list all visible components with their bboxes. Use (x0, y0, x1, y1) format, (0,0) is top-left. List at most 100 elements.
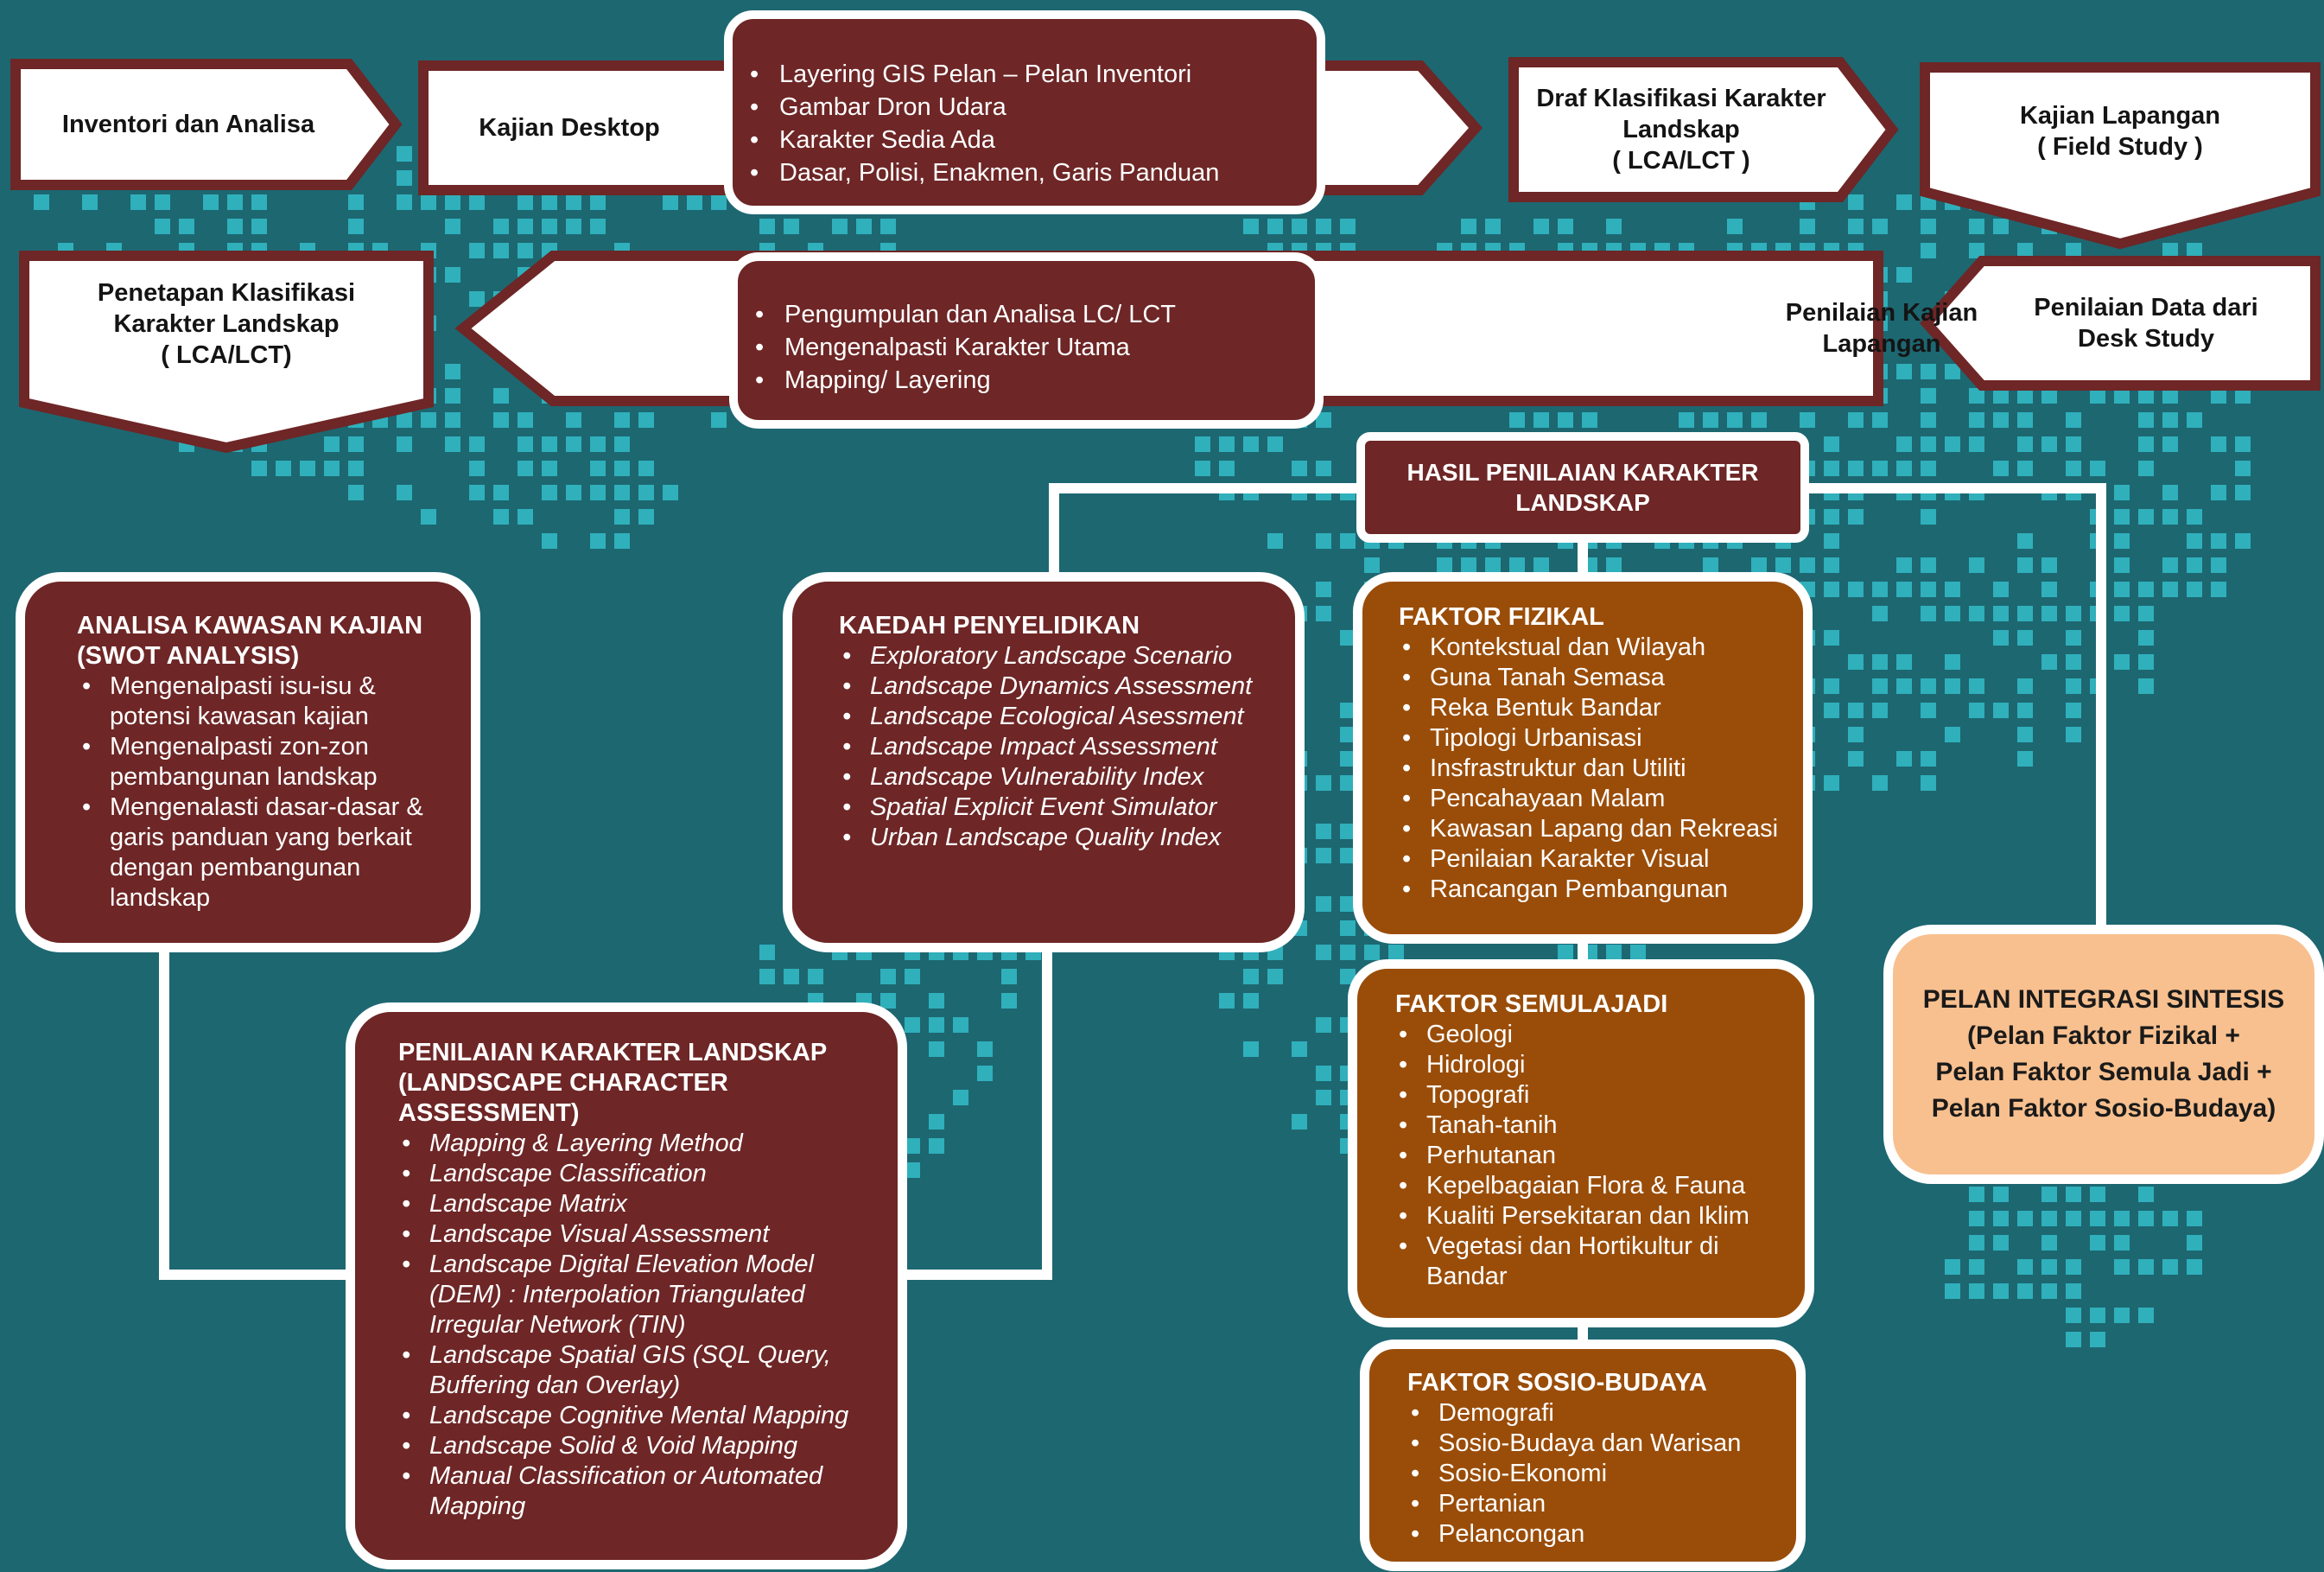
map-dot (1993, 461, 2009, 476)
flow-step-kajian-desktop-label: Kajian Desktop (479, 114, 660, 142)
map-dot (397, 170, 412, 186)
map-dot (2041, 582, 2057, 597)
map-dot (1316, 945, 1331, 960)
map-dot (1993, 703, 2009, 718)
map-dot (2138, 388, 2154, 404)
map-dot (759, 969, 775, 984)
map-dot (2066, 1259, 2081, 1275)
map-dot (421, 412, 436, 428)
map-dot (1340, 775, 1356, 791)
map-dot (2211, 533, 2226, 549)
map-dot (1195, 461, 1210, 476)
map-dot (493, 219, 509, 234)
map-dot (348, 461, 364, 476)
map-dot (1921, 557, 1936, 573)
map-dot (2235, 485, 2251, 500)
map-dot (1993, 582, 2009, 597)
map-dot (1800, 412, 1815, 428)
map-dot (1824, 582, 1839, 597)
kaedah-title: KAEDAH PENYELIDIKAN (839, 612, 1140, 640)
map-dot (1485, 219, 1501, 234)
penilaian-lapangan-item: Mapping/ Layering (755, 364, 1315, 397)
map-dot (1824, 509, 1839, 525)
lca-item: Mapping & Layering Method (402, 1129, 887, 1159)
map-dot (929, 1138, 944, 1154)
map-dot (2017, 388, 2033, 404)
map-dot (1606, 557, 1622, 573)
map-dot (1848, 703, 1864, 718)
map-dot (1316, 412, 1331, 428)
map-dot (2138, 436, 2154, 452)
map-dot (1316, 824, 1331, 839)
lca-item: Landscape Classification (402, 1159, 887, 1189)
map-dot (614, 509, 630, 525)
kajian-desktop-item: Dasar, Polisi, Enakmen, Garis Panduan (750, 156, 1317, 189)
fizikal-item: Kontekstual dan Wilayah (1402, 633, 1796, 663)
map-dot (590, 436, 606, 452)
map-dot (1896, 557, 1912, 573)
faktor-sosio-budaya-box: FAKTOR SOSIO-BUDAYA Demografi Sosio-Buda… (1360, 1340, 1806, 1571)
map-dot (2041, 654, 2057, 670)
map-dot (1848, 412, 1864, 428)
map-dot (2041, 1283, 2057, 1299)
map-dot (397, 485, 412, 500)
lca-item: Landscape Cognitive Mental Mapping (402, 1401, 887, 1431)
map-dot (1824, 630, 1839, 646)
map-dot (348, 436, 364, 452)
map-dot (1533, 557, 1549, 573)
map-dot (469, 243, 485, 258)
map-dot (856, 219, 872, 234)
map-dot (1921, 751, 1936, 767)
map-dot (1751, 412, 1767, 428)
map-dot (2235, 436, 2251, 452)
map-dot (2041, 1187, 2057, 1202)
map-dot (2114, 557, 2130, 573)
map-dot (34, 194, 49, 210)
map-dot (2017, 606, 2033, 621)
fizikal-item: Penilaian Karakter Visual (1402, 844, 1796, 875)
map-dot (1824, 678, 1839, 694)
map-dot (1388, 945, 1404, 960)
map-dot (542, 533, 557, 549)
map-dot (1485, 557, 1501, 573)
map-dot (1267, 533, 1283, 549)
sosio-item: Pelancongan (1411, 1519, 1789, 1550)
map-dot (1267, 969, 1283, 984)
map-dot (2211, 557, 2226, 573)
map-dot (2162, 243, 2178, 258)
semulajadi-item: Hidrologi (1399, 1050, 1798, 1080)
lca-item: Landscape Solid & Void Mapping (402, 1431, 887, 1461)
map-dot (1292, 1114, 1307, 1130)
map-dot (445, 412, 460, 428)
map-dot (1219, 436, 1235, 452)
map-dot (1872, 412, 1888, 428)
map-dot (2017, 461, 2033, 476)
map-dot (808, 969, 823, 984)
map-dot (2017, 703, 2033, 718)
map-dot (2090, 388, 2105, 404)
map-dot (2066, 412, 2081, 428)
map-dot (1437, 557, 1452, 573)
map-dot (2138, 509, 2154, 525)
map-dot (348, 219, 364, 234)
map-dot (1001, 969, 1017, 984)
map-dot (2017, 557, 2033, 573)
map-dot (1872, 703, 1888, 718)
kaedah-item: Landscape Ecological Asessment (842, 702, 1281, 732)
map-dot (590, 533, 606, 549)
map-dot (2090, 1308, 2105, 1323)
map-dot (1945, 1283, 1960, 1299)
semulajadi-item: Topografi (1399, 1080, 1798, 1111)
map-dot (1316, 606, 1331, 621)
map-dot (2114, 509, 2130, 525)
penilaian-lapangan-details: Pengumpulan dan Analisa LC/ LCT Mengenal… (729, 252, 1324, 429)
map-dot (1316, 896, 1331, 912)
map-dot (2138, 1259, 2154, 1275)
map-dot (445, 194, 460, 210)
map-dot (1921, 243, 1936, 258)
swot-item: Mengenalpasti zon-zon pembangunan landsk… (82, 732, 454, 792)
map-dot (2017, 1283, 2033, 1299)
kaedah-item: Exploratory Landscape Scenario (842, 641, 1281, 671)
map-dot (493, 388, 509, 404)
map-dot (155, 219, 170, 234)
